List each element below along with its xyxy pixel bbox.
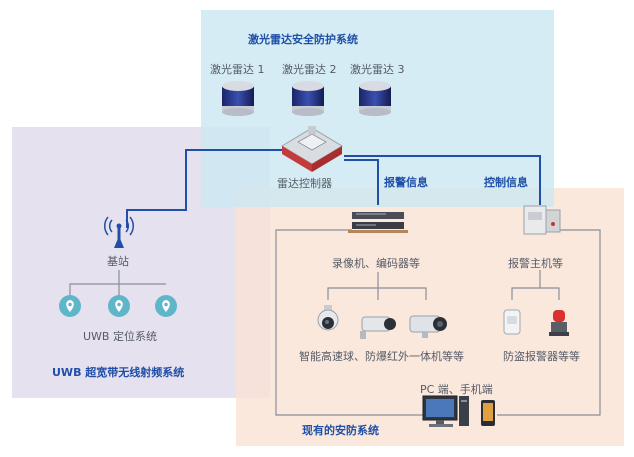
lidar-label-1: 激光雷达 1 — [210, 63, 265, 76]
right-rail — [497, 229, 601, 416]
lidar-icon — [292, 81, 324, 116]
lidar-icon — [359, 81, 391, 116]
siren-icon — [549, 310, 569, 336]
pc-icon — [422, 395, 469, 427]
alarm-info-label: 报警信息 — [384, 176, 428, 189]
uwb-system-title: UWB 超宽带无线射频系统 — [52, 366, 185, 379]
base-station-icon — [104, 216, 134, 248]
link-controller-to-base — [126, 149, 282, 228]
link-control-info — [344, 155, 541, 205]
recorder-icon — [348, 212, 408, 233]
existing-security-title: 现有的安防系统 — [302, 424, 379, 437]
explosion-proof-camera-icon — [409, 315, 447, 338]
recorder-label: 录像机、编码器等 — [332, 257, 420, 270]
alarm-host-icon — [523, 205, 561, 235]
radar-controller-label: 雷达控制器 — [277, 177, 332, 190]
cameras-label: 智能高速球、防爆红外一体机等等 — [299, 350, 464, 363]
lidar-system-title: 激光雷达安全防护系统 — [248, 33, 358, 46]
lidar-label-3: 激光雷达 3 — [350, 63, 405, 76]
bullet-camera-icon — [360, 316, 396, 339]
lidar-icon — [222, 81, 254, 116]
dome-camera-icon — [317, 305, 339, 331]
location-pin-icon — [59, 295, 81, 317]
detector-tree — [511, 287, 560, 300]
detectors-label: 防盗报警器等等 — [503, 350, 580, 363]
left-rail — [275, 229, 425, 416]
link-alarm-info — [344, 159, 379, 205]
mobile-phone-icon — [481, 400, 495, 426]
location-pin-icon — [155, 295, 177, 317]
camera-tree — [327, 287, 427, 300]
pc-mobile-label: PC 端、手机端 — [420, 383, 493, 396]
uwb-positioning-label: UWB 定位系统 — [83, 330, 157, 343]
motion-detector-icon — [503, 309, 521, 335]
radar-controller-icon — [281, 126, 343, 172]
alarm-host-label: 报警主机等 — [508, 257, 563, 270]
location-pin-icon — [108, 295, 130, 317]
base-station-label: 基站 — [107, 255, 129, 268]
uwb-tree — [69, 270, 120, 296]
control-info-label: 控制信息 — [484, 176, 528, 189]
lidar-label-2: 激光雷达 2 — [282, 63, 337, 76]
